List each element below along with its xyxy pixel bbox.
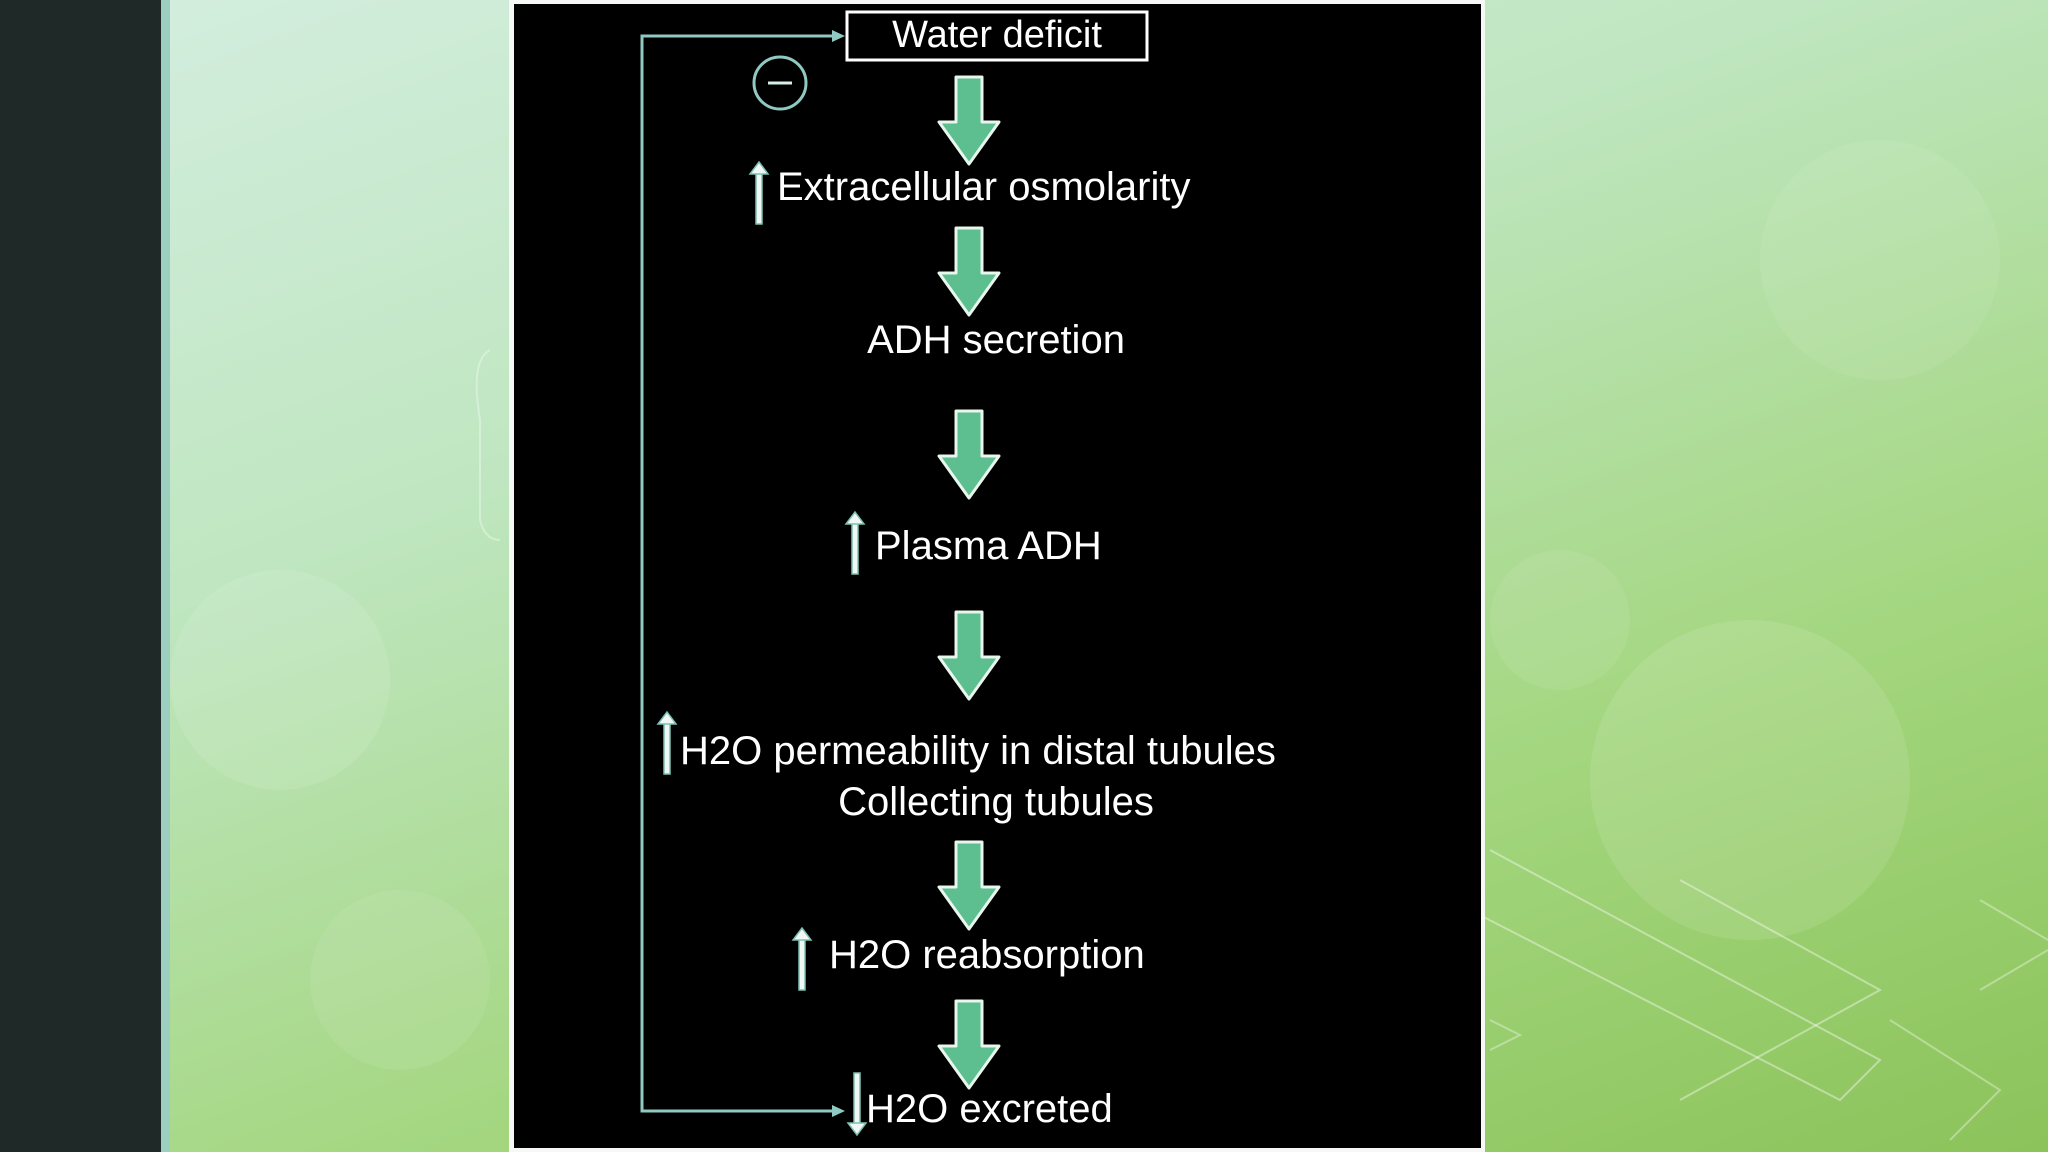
node-water-deficit: Water deficit (845, 10, 1149, 62)
flow-arrow-5 (937, 840, 1001, 931)
down-arrow-icon (847, 1072, 867, 1136)
h2o-permeability-label-line2: Collecting tubules (838, 780, 1154, 824)
feedback-arrowhead-bottom (832, 1105, 845, 1117)
adh-secretion-label: ADH secretion (867, 318, 1125, 362)
flow-arrow-1 (937, 75, 1001, 166)
node-h2o-excreted: H2O excreted (847, 1072, 1113, 1136)
h2o-permeability-label-line1: H2O permeability in distal tubules (680, 729, 1276, 773)
sidebar-bar (0, 0, 161, 1152)
node-plasma-adh: Plasma ADH (845, 511, 1102, 575)
node-h2o-permeability: H2O permeability in distal tubules Colle… (657, 711, 1276, 824)
sidebar-accent (161, 0, 170, 1152)
minus-circle-icon (752, 55, 808, 111)
h2o-excreted-label: H2O excreted (866, 1087, 1113, 1131)
diagram-background (514, 4, 1481, 1148)
feedback-arrowhead-top (832, 30, 845, 42)
water-deficit-box (845, 10, 1149, 62)
up-arrow-icon (749, 161, 769, 225)
extracellular-osmolarity-label: Extracellular osmolarity (777, 165, 1190, 209)
plasma-adh-label: Plasma ADH (875, 524, 1102, 568)
flow-arrow-4 (937, 610, 1001, 701)
node-extracellular-osmolarity: Extracellular osmolarity (749, 161, 1190, 225)
flow-arrow-3 (937, 409, 1001, 500)
node-adh-secretion: ADH secretion (867, 318, 1125, 362)
up-arrow-icon (845, 511, 865, 575)
feedback-line (640, 34, 839, 1113)
negative-feedback-loop (640, 30, 845, 1117)
h2o-reabsorption-label: H2O reabsorption (829, 933, 1145, 977)
up-arrow-icon (792, 927, 812, 991)
up-arrow-icon (657, 711, 677, 775)
flow-arrow-2 (937, 226, 1001, 317)
flow-arrow-6 (937, 999, 1001, 1090)
water-deficit-label: Water deficit (892, 14, 1102, 56)
node-h2o-reabsorption: H2O reabsorption (792, 927, 1145, 991)
